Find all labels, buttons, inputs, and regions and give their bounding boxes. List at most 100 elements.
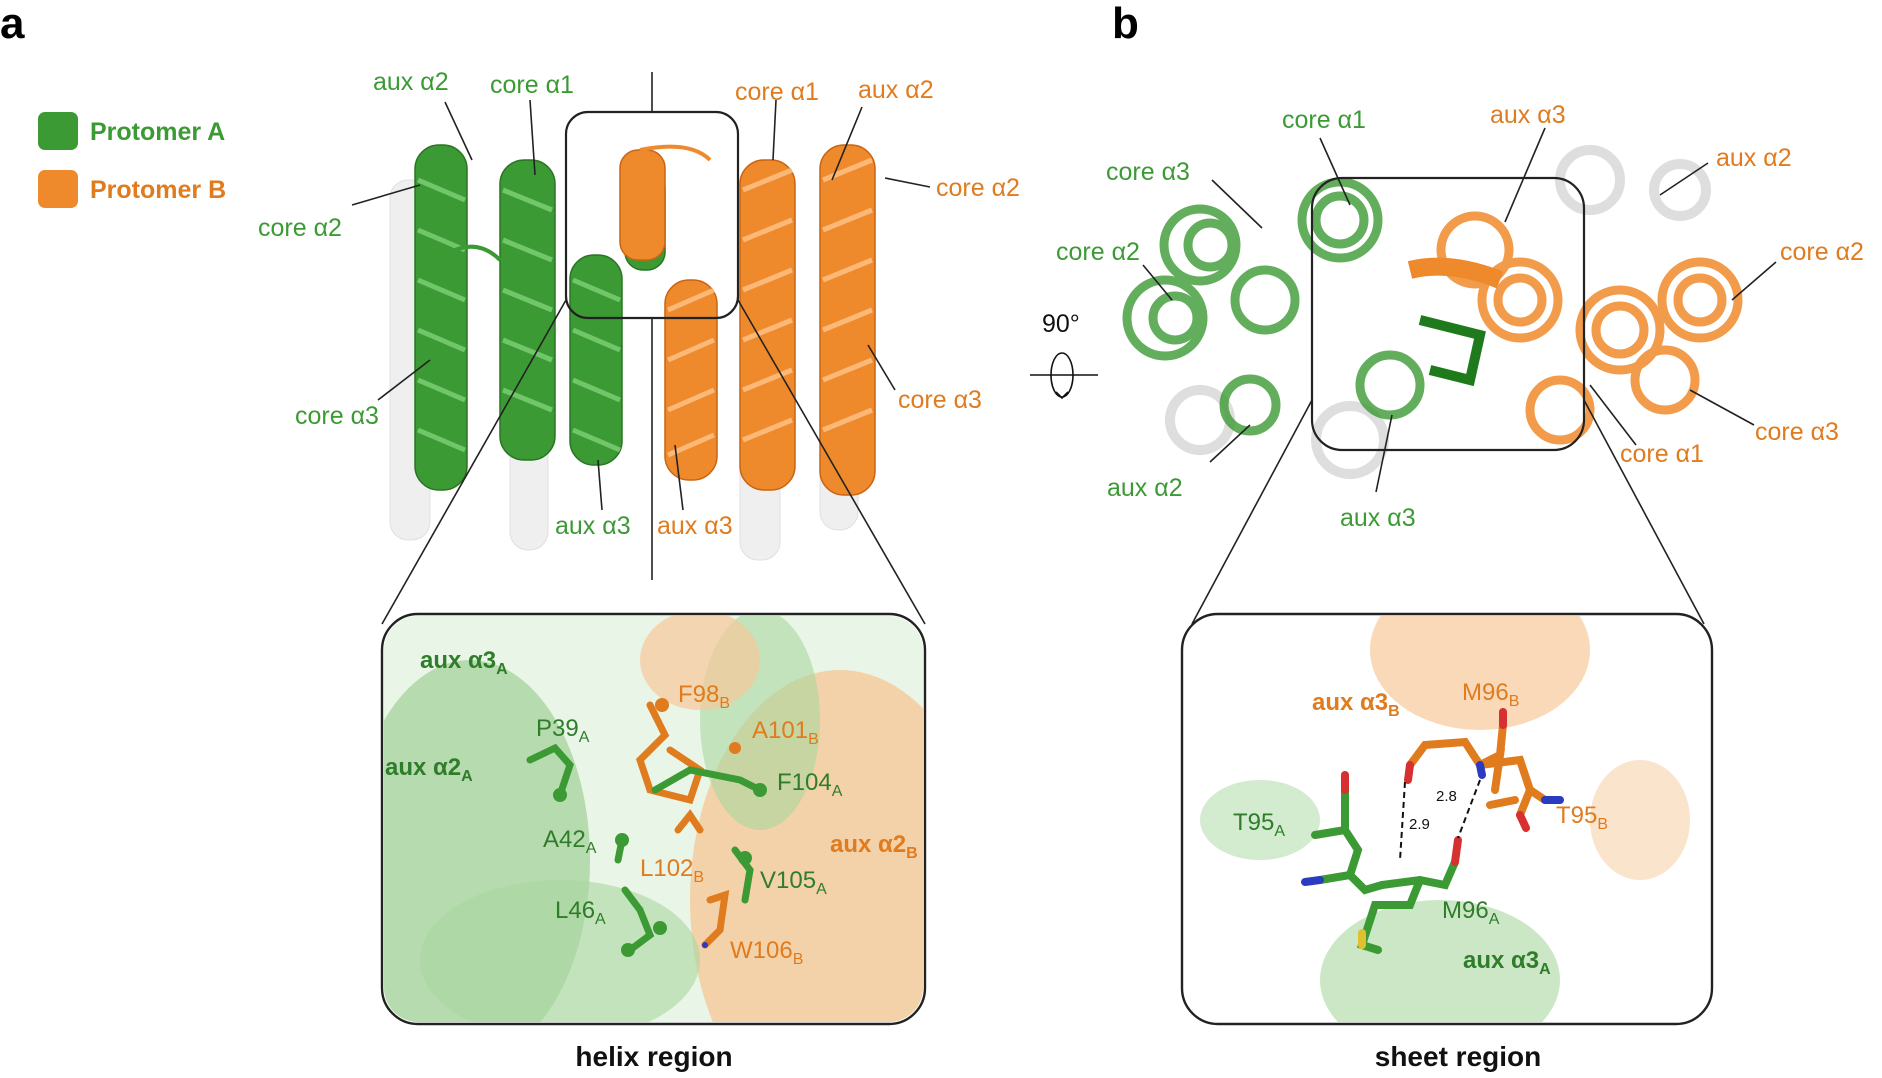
- label-a-orange-aux-a3: aux α3: [657, 512, 733, 540]
- label-b-green-aux-a3: aux α3: [1340, 504, 1416, 532]
- residue-label-m96a: M96A: [1442, 897, 1500, 928]
- residue-f104-sub: A: [832, 783, 843, 800]
- residue-t95b-sub: B: [1597, 816, 1608, 833]
- leader-lines-a: [351, 99, 931, 511]
- caption-sheet-region: sheet region: [1375, 1041, 1541, 1072]
- leader-lines-b: [1142, 127, 1777, 493]
- inset-b-title-aux-a3A-sub: A: [1539, 961, 1551, 978]
- label-b-green-core-a3: core α3: [1106, 158, 1190, 186]
- residue-l46-sub: A: [595, 911, 606, 928]
- panel-letter-a: a: [0, 0, 25, 48]
- residue-t95b-base: T95: [1556, 802, 1597, 829]
- label-a-green-core-a3: core α3: [295, 402, 379, 430]
- residue-l46-base: L46: [555, 897, 595, 924]
- caption-helix-region: helix region: [575, 1041, 732, 1072]
- legend-label-protomer-b: Protomer B: [90, 176, 226, 204]
- inset-b-title-aux-a3A: aux α3A: [1463, 947, 1551, 978]
- residue-a101-base: A101: [752, 717, 808, 744]
- residue-label-a101: A101B: [752, 717, 819, 748]
- zoom-line-left-b: [1191, 399, 1313, 625]
- label-b-green-core-a2: core α2: [1056, 238, 1140, 266]
- residue-a101-sub: B: [808, 731, 819, 748]
- inset-a-title-aux-a2B: aux α2B: [830, 831, 918, 862]
- label-b-orange-aux-a3: aux α3: [1490, 101, 1566, 129]
- residue-l102-sub: B: [693, 869, 704, 886]
- legend-label-protomer-a: Protomer A: [90, 118, 225, 146]
- residue-label-l46: L46A: [555, 897, 606, 928]
- residue-f98-base: F98: [678, 681, 719, 708]
- inset-a-title-aux-a3A: aux α3A: [420, 647, 508, 678]
- inset-sheet-region: 2.8 2.9 aux α3B aux α3A M96B T95A T95B M…: [1180, 612, 1714, 1026]
- inset-a-title-aux-a2B-sub: B: [906, 845, 918, 862]
- residue-v105-base: V105: [760, 867, 816, 894]
- residue-label-t95a: T95A: [1233, 809, 1285, 840]
- zoom-box-a: [564, 110, 740, 320]
- rotation-label: 90°: [1042, 310, 1080, 338]
- residue-m96b-base: M96: [1462, 679, 1509, 706]
- residue-t95a-base: T95: [1233, 809, 1274, 836]
- protein-structure-a: [389, 144, 876, 561]
- hbond-line-1: [1399, 781, 1406, 861]
- label-b-green-core-a1: core α1: [1282, 106, 1366, 134]
- residue-m96b-sub: B: [1509, 693, 1520, 710]
- label-b-orange-core-a1: core α1: [1620, 440, 1704, 468]
- residue-label-m96b: M96B: [1462, 679, 1519, 710]
- inset-a-title-aux-a2B-base: aux α2: [830, 831, 906, 858]
- panel-letter-b: b: [1112, 0, 1139, 48]
- label-b-orange-core-a2: core α2: [1780, 238, 1864, 266]
- inset-a-title-aux-a2A: aux α2A: [385, 754, 473, 785]
- label-a-orange-core-a1: core α1: [735, 78, 819, 106]
- residue-label-l102: L102B: [640, 855, 704, 886]
- residue-label-f98: F98B: [678, 681, 730, 712]
- residue-f104-base: F104: [777, 769, 832, 796]
- label-b-green-aux-a2: aux α2: [1107, 474, 1183, 502]
- label-a-green-core-a2: core α2: [258, 214, 342, 242]
- residue-t95a-sub: A: [1274, 823, 1285, 840]
- zoom-line-right-b: [1583, 399, 1705, 625]
- legend-swatch-protomer-a: [38, 112, 78, 150]
- residue-label-w106: W106B: [730, 937, 803, 968]
- residue-label-t95b: T95B: [1556, 802, 1608, 833]
- distance-label-2-9: 2.9: [1409, 816, 1430, 833]
- label-a-orange-core-a2: core α2: [936, 174, 1020, 202]
- residue-label-f104: F104A: [777, 769, 843, 800]
- residue-label-v105: V105A: [760, 867, 827, 898]
- inset-b-title-aux-a3B-base: aux α3: [1312, 689, 1388, 716]
- residue-m96a-sub: A: [1489, 911, 1500, 928]
- legend-swatch-protomer-b: [38, 170, 78, 208]
- inset-b-title-aux-a3B: aux α3B: [1312, 689, 1400, 720]
- inset-a-title-aux-a2A-sub: A: [461, 768, 473, 785]
- rotation-marker: 90°: [1030, 310, 1098, 400]
- zoom-line-left-a: [381, 299, 567, 625]
- inset-a-title-aux-a3A-base: aux α3: [420, 647, 496, 674]
- label-a-green-aux-a2: aux α2: [373, 68, 449, 96]
- residue-label-p39: P39A: [536, 715, 590, 746]
- label-a-green-core-a1: core α1: [490, 71, 574, 99]
- residue-a42-sub: A: [586, 840, 597, 857]
- label-a-orange-core-a3: core α3: [898, 386, 982, 414]
- label-a-orange-aux-a2: aux α2: [858, 76, 934, 104]
- inset-a-title-aux-a2A-base: aux α2: [385, 754, 461, 781]
- residue-p39-sub: A: [579, 729, 590, 746]
- legend: Protomer A Protomer B: [38, 112, 226, 208]
- zoom-line-right-a: [737, 299, 926, 625]
- label-b-orange-aux-a2: aux α2: [1716, 144, 1792, 172]
- zoom-box-b: [1310, 176, 1586, 452]
- residue-m96a-base: M96: [1442, 897, 1489, 924]
- label-a-green-aux-a3: aux α3: [555, 512, 631, 540]
- residue-v105-sub: A: [816, 881, 827, 898]
- residue-w106-base: W106: [730, 937, 793, 964]
- distance-label-2-8: 2.8: [1436, 788, 1457, 805]
- residue-a42-base: A42: [543, 826, 586, 853]
- residue-w106-sub: B: [793, 951, 804, 968]
- inset-helix-region: aux α3A aux α2A aux α2B P39A F98B A101B …: [380, 612, 927, 1026]
- residue-f98-sub: B: [719, 695, 730, 712]
- label-b-orange-core-a3: core α3: [1755, 418, 1839, 446]
- residue-label-a42: A42A: [543, 826, 597, 857]
- residue-l102-base: L102: [640, 855, 693, 882]
- inset-b-title-aux-a3B-sub: B: [1388, 703, 1400, 720]
- residue-p39-base: P39: [536, 715, 579, 742]
- hbond-line-2: [1457, 779, 1481, 839]
- inset-b-title-aux-a3A-base: aux α3: [1463, 947, 1539, 974]
